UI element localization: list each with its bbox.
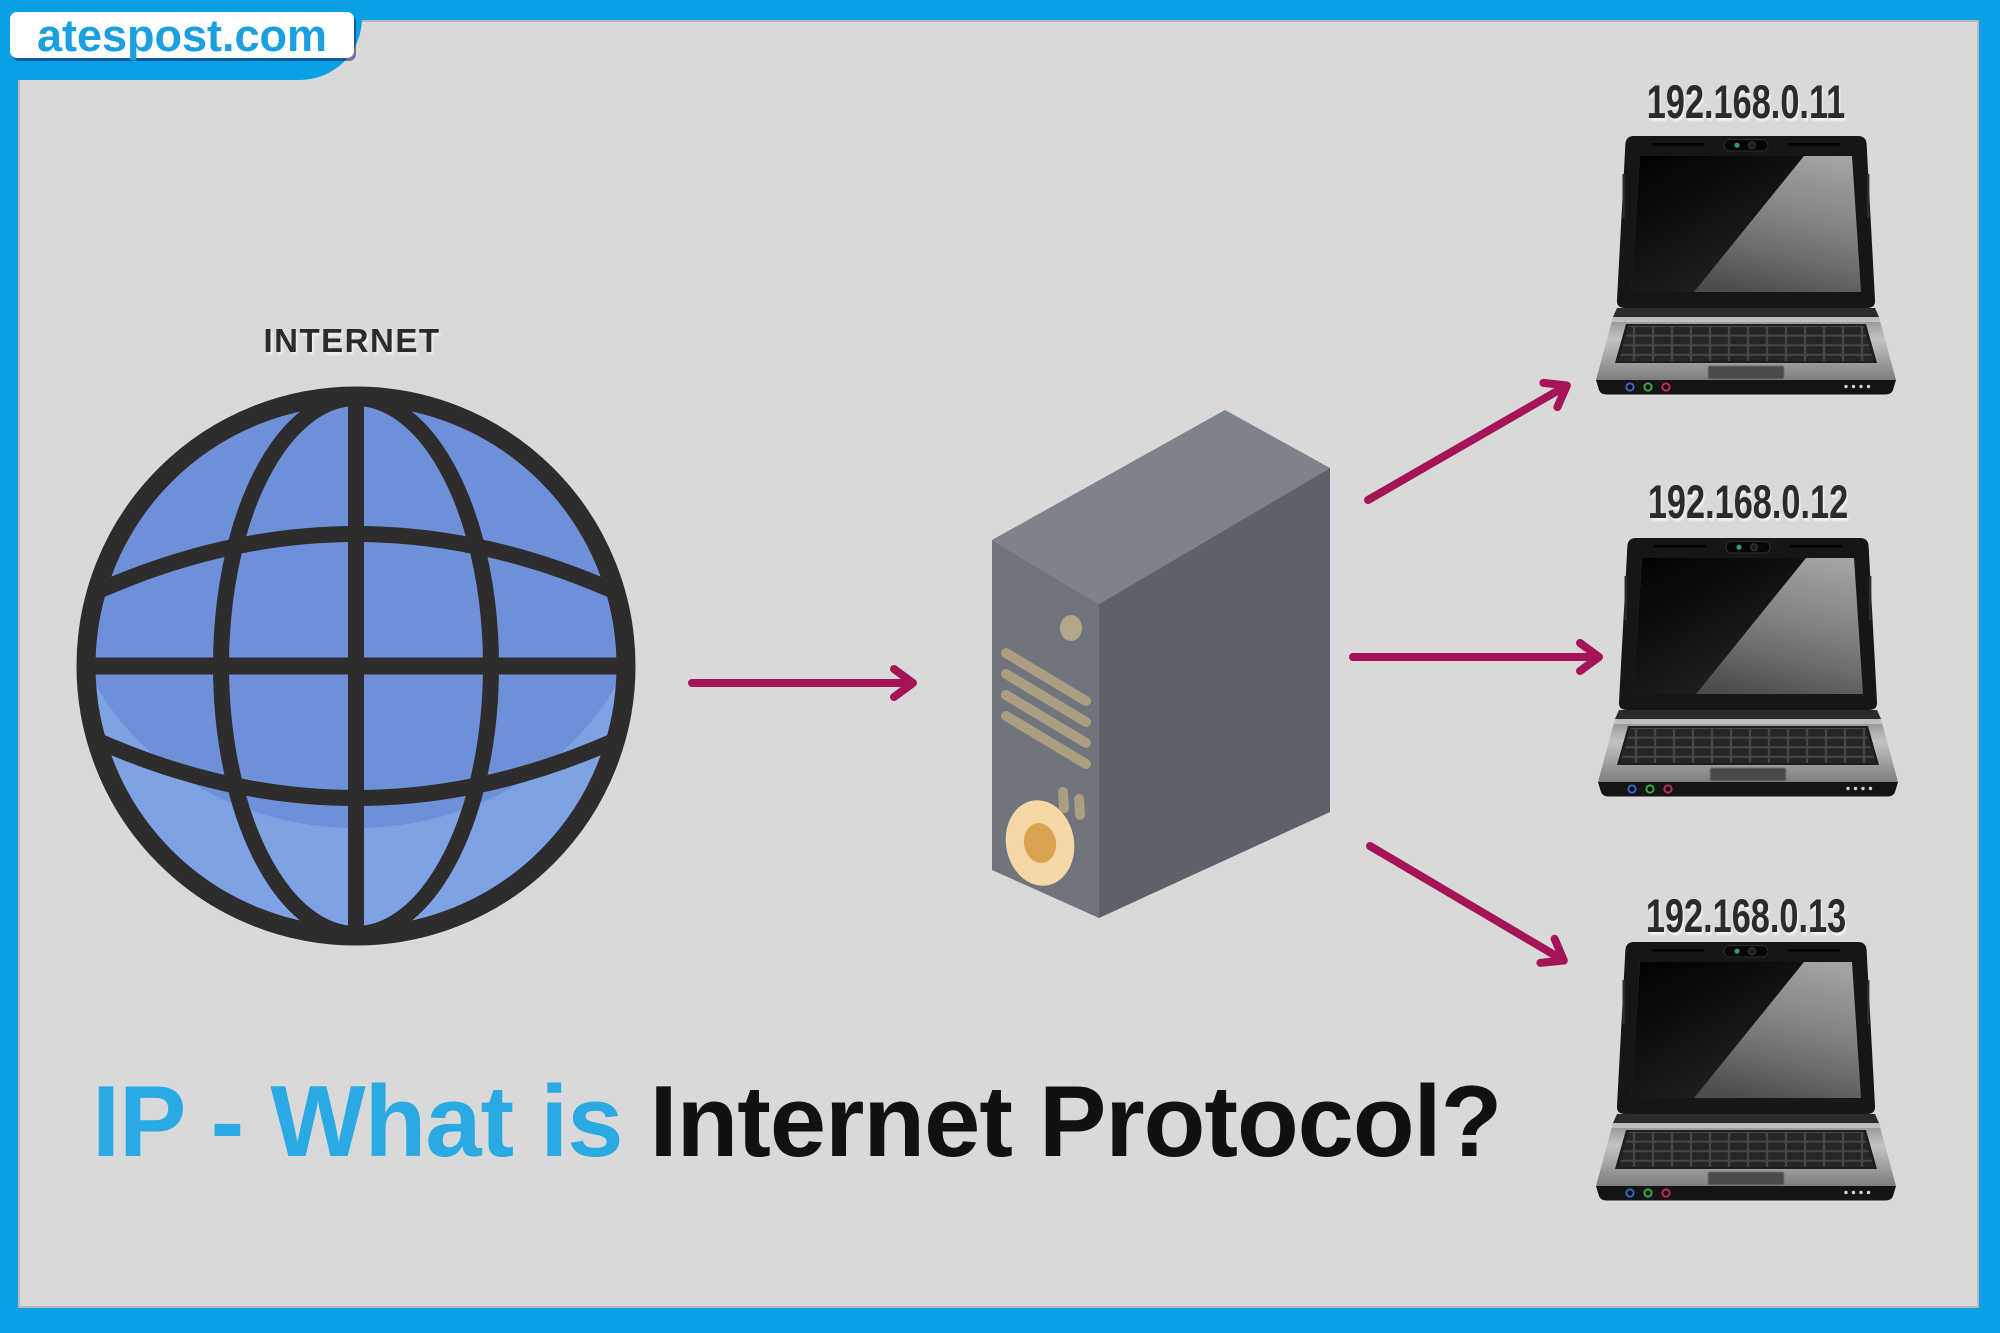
internet-globe-icon (76, 386, 636, 946)
device-ip-label-1: 192.168.0.11 (1646, 75, 1846, 128)
page-title: IP - What is Internet Protocol? (92, 1072, 1502, 1173)
arrow-server-to-device-1 (1364, 378, 1571, 504)
laptop-icon-2 (1597, 537, 1899, 798)
site-badge-text: atespost.com (36, 9, 328, 61)
internet-label: INTERNET (263, 322, 441, 359)
device-ip-label-3: 192.168.0.13 (1645, 889, 1847, 942)
server-icon (992, 410, 1330, 918)
page-title-accent: IP - What is (92, 1066, 650, 1178)
laptop-icon-1 (1595, 135, 1897, 396)
page-title-rest: Internet Protocol? (649, 1066, 1503, 1178)
laptop-icon-3 (1595, 941, 1897, 1202)
site-badge: atespost.com (0, 0, 362, 80)
flow-arrows (688, 378, 1603, 967)
arrow-server-to-device-3 (1366, 842, 1568, 967)
device-ip-label-2: 192.168.0.12 (1647, 475, 1849, 528)
site-badge-box: atespost.com (10, 12, 354, 58)
